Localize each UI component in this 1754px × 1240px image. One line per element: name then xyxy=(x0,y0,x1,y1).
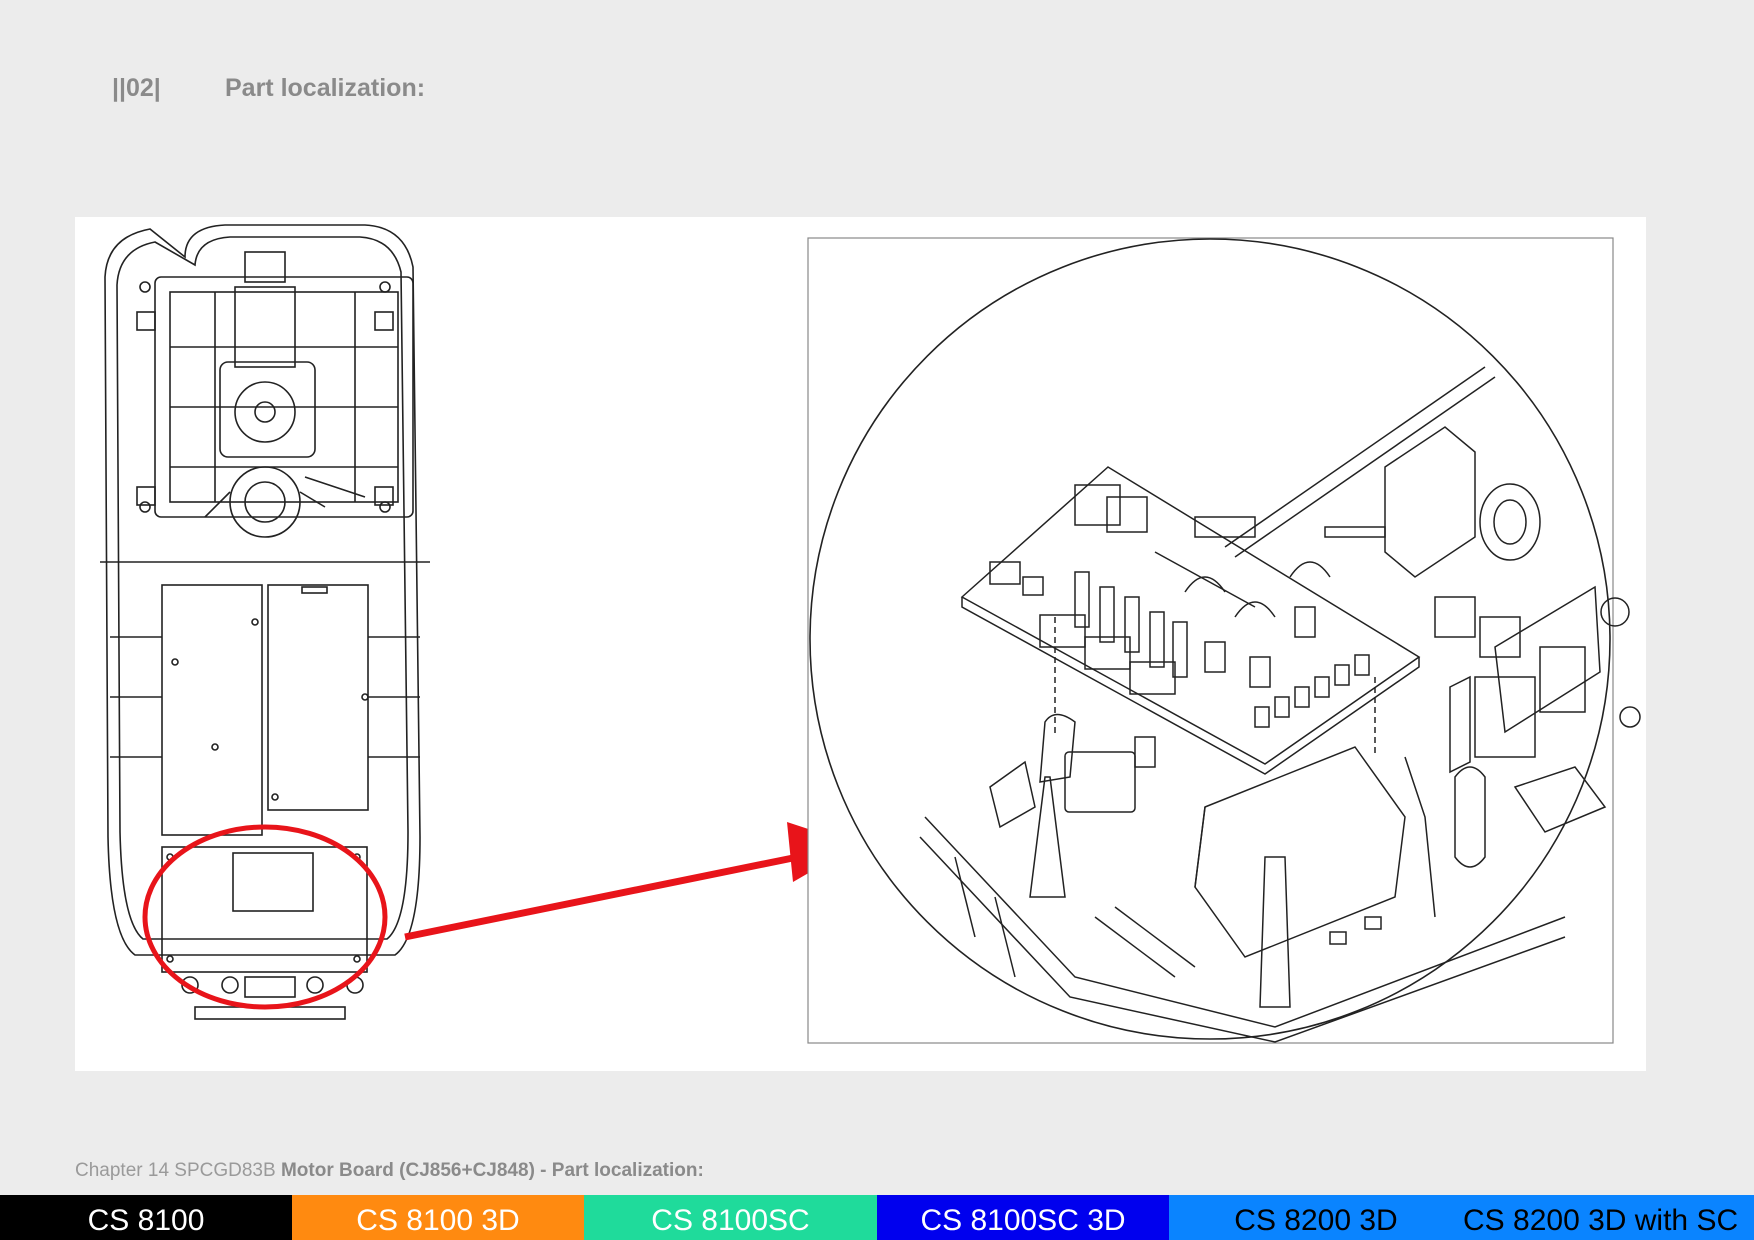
pointer-arrow xyxy=(404,822,857,941)
tab-cs-8100-3d[interactable]: CS 8100 3D xyxy=(292,1195,584,1240)
tab-cs-8100sc-3d[interactable]: CS 8100SC 3D xyxy=(877,1195,1169,1240)
tab-cs-8200-3d-with-sc[interactable]: CS 8200 3D with SC xyxy=(1463,1195,1754,1240)
page-title: Part localization: xyxy=(225,74,426,102)
model-tabs: CS 8100 CS 8100 3D CS 8100SC CS 8100SC 3… xyxy=(0,1195,1754,1240)
footer-title: Motor Board (CJ856+CJ848) - Part localiz… xyxy=(280,1160,704,1181)
tab-cs-8100[interactable]: CS 8100 xyxy=(0,1195,292,1240)
detail-circle xyxy=(809,238,1611,1040)
motor-board-detail-drawing xyxy=(919,366,1641,1043)
tab-cs-8200-3d[interactable]: CS 8200 3D xyxy=(1169,1195,1463,1240)
tab-cs-8100sc[interactable]: CS 8100SC xyxy=(584,1195,877,1240)
highlight-circle xyxy=(142,824,388,1010)
part-localization-figure xyxy=(75,217,1646,1071)
page-header: ||02| Part localization: xyxy=(112,74,425,103)
footer-chapter: Chapter 14 SPCGD83B xyxy=(75,1160,276,1181)
footer-caption: Chapter 14 SPCGD83B Motor Board (CJ856+C… xyxy=(75,1160,704,1182)
section-number: ||02| xyxy=(112,74,161,102)
device-overview-drawing xyxy=(100,224,430,1020)
